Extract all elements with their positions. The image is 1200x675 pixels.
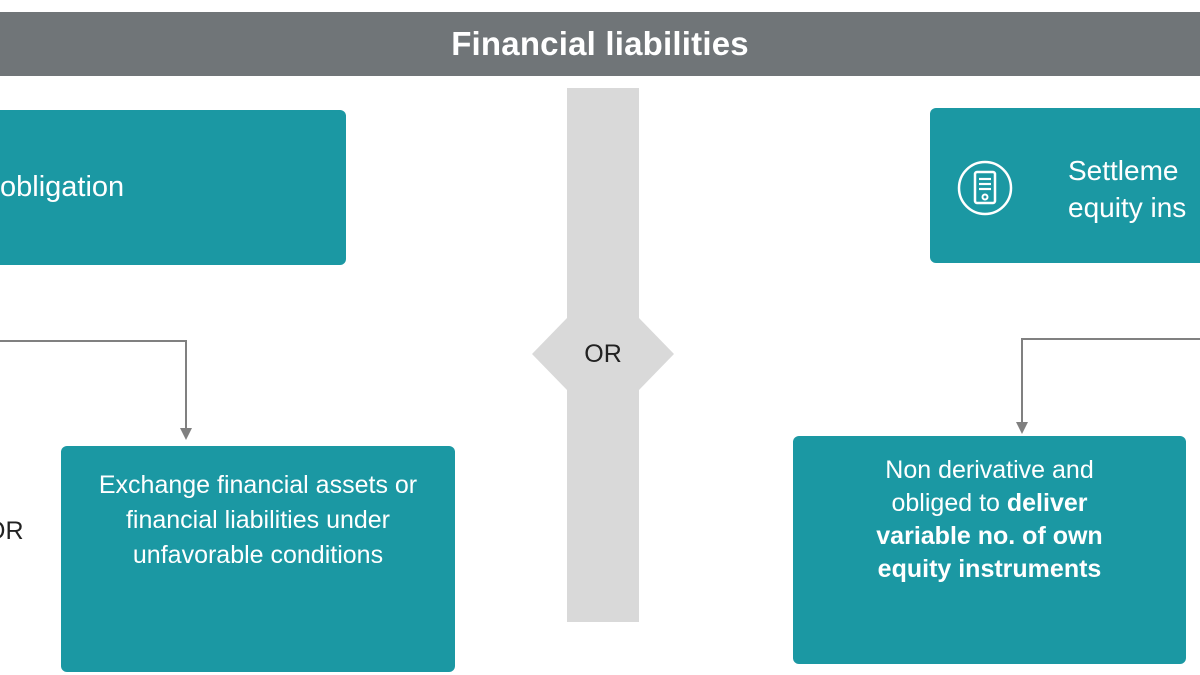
left-connector-arrowhead [180, 428, 192, 440]
left-bottom-line-2: financial liabilities under [125, 506, 391, 534]
left-bottom-box: Exchange financial assets or financial l… [61, 446, 455, 672]
right-top-box-text: Settleme equity ins [1068, 152, 1186, 226]
right-top-line-1: Settleme [1068, 155, 1179, 186]
right-connector-arrowhead [1016, 422, 1028, 434]
right-top-box: Settleme equity ins [930, 108, 1200, 263]
right-connector-line [1021, 338, 1200, 424]
right-bottom-line-4-bold: equity instruments [877, 555, 1102, 583]
right-bottom-box: Non derivative and obliged to deliver va… [793, 436, 1186, 664]
right-bottom-line-3-bold: variable no. of own [876, 522, 1103, 550]
right-bottom-line-4: equity instruments [793, 553, 1186, 586]
center-or-label: OR [584, 340, 622, 368]
right-bottom-line-2-bold: deliver [1006, 489, 1088, 517]
center-double-arrow [532, 318, 674, 390]
right-bottom-line-1: Non derivative and [885, 456, 1094, 484]
right-bottom-line-2-plain: obliged to [891, 489, 1007, 517]
left-or-label: OR [0, 517, 24, 545]
left-bottom-line-3: unfavorable conditions [132, 541, 384, 569]
header-title: Financial liabilities [451, 25, 749, 62]
right-bottom-line-2: obliged to deliver [793, 487, 1186, 520]
left-top-box-text: obligation [0, 171, 125, 203]
left-top-box: obligation [0, 110, 346, 265]
right-top-line-2: equity ins [1068, 192, 1187, 223]
left-connector-line [0, 340, 187, 430]
document-icon [957, 160, 1013, 216]
header-bar: Financial liabilities [0, 12, 1200, 76]
left-bottom-line-1: Exchange financial assets or [98, 471, 418, 499]
right-bottom-line-3: variable no. of own [793, 520, 1186, 553]
